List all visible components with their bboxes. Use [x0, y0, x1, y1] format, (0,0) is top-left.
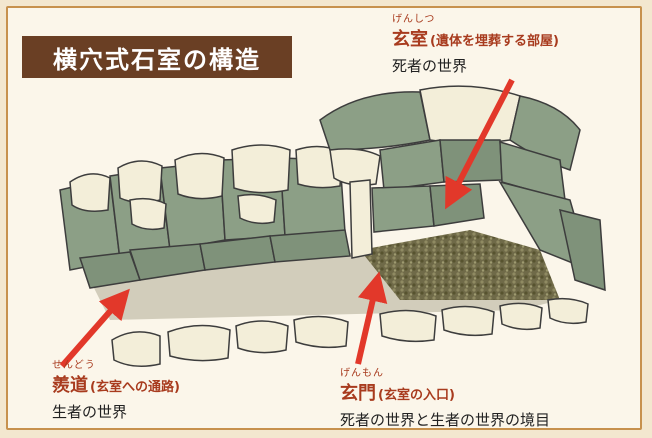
passage-top-stones — [69, 144, 343, 231]
callout-arrows — [59, 78, 515, 368]
gate-term: 玄門 — [340, 383, 376, 404]
gate-description: 死者の世界と生者の世界の境目 — [340, 411, 551, 429]
callout-burial-chamber: げんしつ 玄室(遺体を埋葬する部屋) 死者の世界 — [392, 10, 559, 76]
burial-chamber-note: (遺体を埋葬する部屋) — [430, 34, 559, 49]
passage-front-stones — [111, 297, 589, 367]
chamber-roof-stones — [319, 85, 581, 202]
gate-note: (玄室の入口) — [378, 388, 455, 403]
arrow-to-passage — [59, 288, 130, 368]
callout-passage: せんどう 羨道(玄室への通路) 生者の世界 — [52, 356, 180, 422]
gate-ruby: げんもん — [340, 368, 384, 379]
passage-ruby: せんどう — [52, 360, 96, 371]
chamber-gravel-floor — [360, 230, 560, 300]
chamber-wall-stones — [349, 179, 606, 292]
arrow-to-burial-chamber — [445, 78, 515, 210]
burial-chamber-description: 死者の世界 — [392, 57, 468, 75]
callout-gate: げんもん 玄門(玄室の入口) 死者の世界と生者の世界の境目 — [340, 364, 550, 430]
passage-description: 生者の世界 — [52, 403, 128, 421]
passage-term: 羨道 — [52, 375, 88, 396]
burial-chamber-ruby: げんしつ — [392, 14, 436, 25]
burial-chamber-term: 玄室 — [392, 29, 428, 50]
diagram-title: 横穴式石室の構造 — [22, 36, 292, 78]
passage-note: (玄室への通路) — [90, 380, 180, 395]
arrow-to-gate — [355, 271, 388, 365]
